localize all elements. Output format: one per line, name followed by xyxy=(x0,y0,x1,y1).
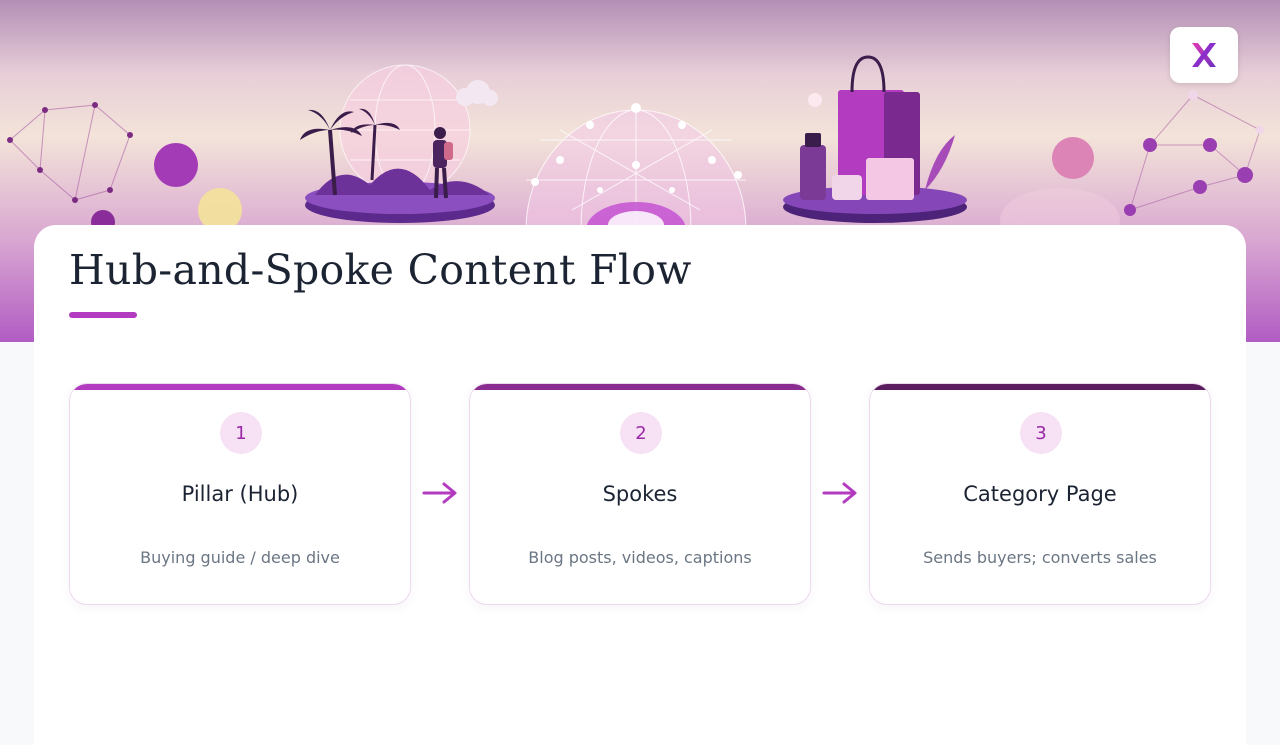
step-number-badge: 1 xyxy=(220,412,262,454)
step-title: Pillar (Hub) xyxy=(181,482,299,506)
step-card-category-page: 3 Category Page Sends buyers; converts s… xyxy=(869,383,1211,605)
step-description: Blog posts, videos, captions xyxy=(528,548,752,567)
step-accent-bar xyxy=(870,384,1210,390)
step-number-badge: 3 xyxy=(1020,412,1062,454)
arrow-right-icon xyxy=(422,482,457,504)
x-logo-icon xyxy=(1192,43,1216,67)
step-title: Spokes xyxy=(602,482,678,506)
arrow-right-icon xyxy=(822,482,857,504)
step-description: Buying guide / deep dive xyxy=(140,548,340,567)
step-card-spokes: 2 Spokes Blog posts, videos, captions xyxy=(469,383,811,605)
step-card-pillar: 1 Pillar (Hub) Buying guide / deep dive xyxy=(69,383,411,605)
step-accent-bar xyxy=(70,384,410,390)
page-title: Hub-and-Spoke Content Flow xyxy=(69,246,692,294)
step-accent-bar xyxy=(470,384,810,390)
title-underline xyxy=(69,312,137,318)
step-title: Category Page xyxy=(963,482,1117,506)
brand-logo[interactable] xyxy=(1170,27,1238,83)
step-description: Sends buyers; converts sales xyxy=(923,548,1157,567)
step-number-badge: 2 xyxy=(620,412,662,454)
